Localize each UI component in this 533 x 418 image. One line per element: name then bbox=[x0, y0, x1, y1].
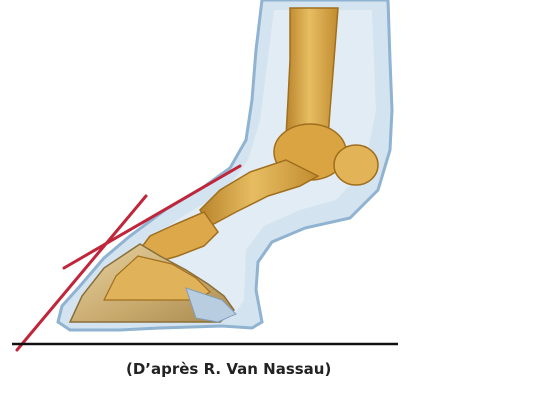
figure-caption: (D’après R. Van Nassau) bbox=[126, 360, 331, 378]
sesamoid-bone bbox=[334, 145, 378, 185]
